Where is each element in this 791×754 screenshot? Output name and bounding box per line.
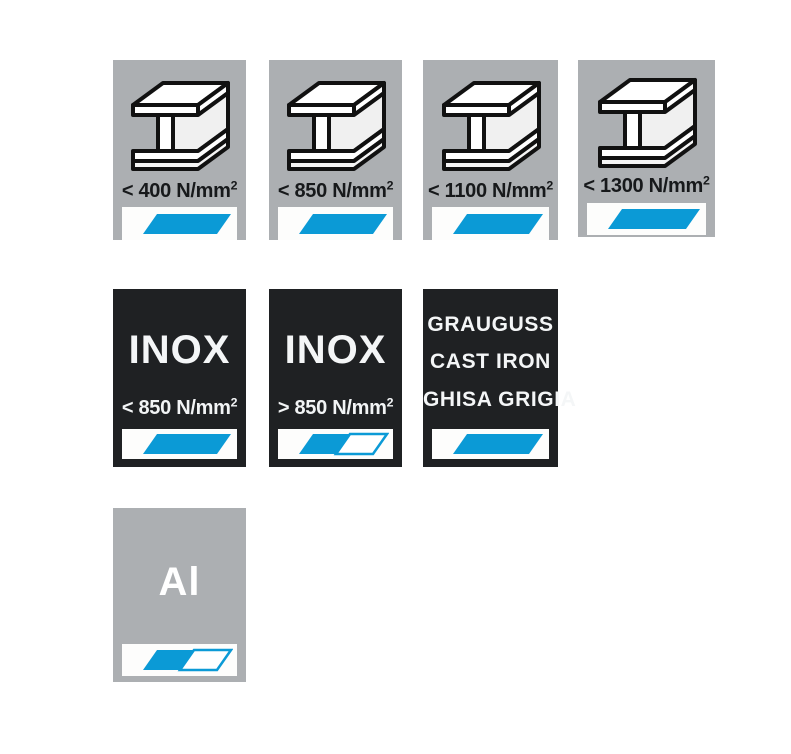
label-text: < 850 N/mm [121,397,231,419]
fill-strip-steel-400 [122,207,237,240]
fill-strip-aluminium [122,644,237,676]
tile-steel-400[interactable]: < 400 N/mm2 [113,60,246,240]
tile-line-grauguss: GRAUGUSS [427,313,554,336]
tile-steel-1100[interactable]: < 1100 N/mm2 [423,60,558,240]
parallelogram-half-filled [298,434,350,454]
fill-strip-steel-1300 [587,203,706,235]
parallelogram-half-empty [177,648,233,672]
i-beam-icon [578,70,715,173]
tile-label-steel-1100: < 1100 N/mm2 [423,178,558,203]
parallelogram-half-filled [142,650,194,670]
label-superscript: 2 [230,178,238,193]
tile-steel-1300[interactable]: < 1300 N/mm2 [578,60,715,237]
tile-steel-850[interactable]: < 850 N/mm2 [269,60,402,240]
label-text: < 400 N/mm [121,180,231,202]
label-text: < 850 N/mm [277,180,387,202]
fill-strip-steel-850 [278,207,393,240]
label-superscript: 2 [702,173,710,188]
tile-label-steel-850: < 850 N/mm2 [269,178,402,203]
tile-word-inox-gt850: INOX [284,328,387,372]
fill-strip-inox-lt850 [122,429,237,459]
fill-strip-cast-iron [432,429,549,459]
i-beam-icon [113,72,246,177]
parallelogram-full [298,213,387,234]
tile-line-ghisa-grigia: GHISA GRIGIA [423,388,577,411]
tile-inox-gt850[interactable]: INOX > 850 N/mm2 [269,289,402,467]
label-text: > 850 N/mm [277,397,387,419]
fill-strip-inox-gt850 [278,429,393,459]
fill-strip-steel-1100 [432,207,549,240]
tile-label-steel-400: < 400 N/mm2 [113,178,246,203]
tile-word-aluminium: Al [158,560,201,604]
parallelogram-full [142,213,231,234]
parallelogram-full [607,209,700,229]
label-superscript: 2 [546,178,554,193]
parallelogram-full [142,434,231,454]
label-text: < 1300 N/mm [583,175,703,197]
label-superscript: 2 [230,395,238,410]
parallelogram-half-empty [333,432,389,456]
label-text: < 1100 N/mm [427,180,547,202]
tile-word-inox-lt850: INOX [128,328,231,372]
tile-label-inox-gt850: > 850 N/mm2 [269,395,402,420]
tile-label-inox-lt850: < 850 N/mm2 [113,395,246,420]
i-beam-icon [423,72,558,177]
label-superscript: 2 [386,395,394,410]
label-superscript: 2 [386,178,394,193]
parallelogram-full [452,434,543,454]
parallelogram-full [452,213,543,234]
tile-cast-iron[interactable]: GRAUGUSS CAST IRON GHISA GRIGIA [423,289,577,467]
tile-aluminium[interactable]: Al [113,508,246,682]
i-beam-icon [269,72,402,177]
tile-label-steel-1300: < 1300 N/mm2 [578,173,715,198]
tile-inox-lt850[interactable]: INOX < 850 N/mm2 [113,289,246,467]
tile-line-cast-iron: CAST IRON [430,350,551,373]
